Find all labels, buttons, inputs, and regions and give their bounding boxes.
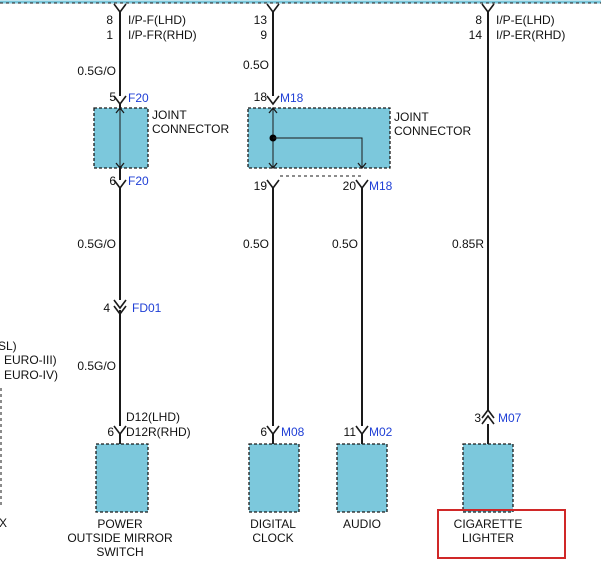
left-edge-label-2: EURO-III)	[4, 353, 57, 367]
joint-mid-code-top: M18	[280, 91, 304, 105]
joint-left-pin-top: 5	[109, 90, 116, 104]
joint-left-pin-bottom: 6	[109, 174, 116, 188]
audio-pin	[355, 425, 369, 444]
highlight-box	[437, 509, 566, 559]
joint-left-pins	[113, 95, 127, 190]
joint-mid-pin-br: 20	[343, 179, 357, 193]
top-left-label-2: I/P-FR(RHD)	[128, 28, 197, 42]
lighter-name-1: CIGARETTE	[454, 517, 523, 531]
wire-1-spec-top: 0.5G/O	[77, 64, 116, 78]
joint-connector-left	[93, 107, 149, 169]
mirror-switch-pin	[113, 425, 127, 444]
left-edge-label-1: SL)	[0, 339, 17, 353]
inline-connector-pin: 4	[103, 301, 110, 315]
wire-4-spec: 0.85R	[452, 237, 484, 251]
top-mid-pin-2: 9	[260, 28, 267, 42]
left-edge-bottom-label: X	[0, 516, 7, 530]
wire-2-spec-low: 0.5O	[243, 237, 269, 251]
audio-code: M02	[369, 425, 393, 439]
lighter-name-2: LIGHTER	[462, 531, 514, 545]
audio-pin-number: 11	[344, 425, 357, 439]
audio-name: AUDIO	[343, 517, 381, 531]
wire-2-spec-top: 0.5O	[243, 58, 269, 72]
joint-left-code-top: F20	[128, 91, 149, 105]
mirror-switch-name-1: POWER	[97, 517, 143, 531]
left-edge-label-3: EURO-IV)	[4, 368, 58, 382]
joint-left-label-2: CONNECTOR	[152, 122, 229, 136]
clock-code: M08	[281, 425, 305, 439]
top-left-pin-2: 1	[106, 28, 113, 42]
top-right-label-1: I/P-E(LHD)	[496, 13, 555, 27]
mirror-switch-code-1: D12(LHD)	[126, 410, 180, 424]
joint-mid-pin-bl: 19	[254, 179, 268, 193]
clock-pin	[266, 425, 280, 444]
mirror-switch-connector	[95, 443, 149, 513]
mirror-switch-code-2: D12R(RHD)	[126, 425, 191, 439]
top-pin-markers	[113, 3, 495, 14]
top-left-pin-1: 8	[106, 13, 113, 27]
joint-mid-code-br: M18	[369, 179, 393, 193]
wire-1-spec-mid: 0.5G/O	[77, 237, 116, 251]
lighter-pin	[481, 408, 495, 444]
lighter-pin-number: 3	[474, 411, 481, 425]
inline-connector-code: FD01	[132, 301, 162, 315]
top-mid-pin-1: 13	[254, 13, 268, 27]
top-right-pin-1: 8	[475, 13, 482, 27]
mirror-switch-pin-number: 6	[107, 425, 114, 439]
joint-mid-pin-top: 18	[254, 90, 268, 104]
joint-mid-label-1: JOINT	[394, 110, 429, 124]
top-left-label-1: I/P-F(LHD)	[128, 13, 186, 27]
joint-mid-label-2: CONNECTOR	[394, 124, 471, 138]
wire-3-spec: 0.5O	[332, 237, 358, 251]
top-block-edge	[0, 0, 601, 4]
joint-left-label-1: JOINT	[152, 108, 187, 122]
top-right-pin-2: 14	[469, 28, 483, 42]
clock-name-2: CLOCK	[252, 531, 293, 545]
top-right-label-2: I/P-ER(RHD)	[496, 28, 565, 42]
mirror-switch-name-3: SWITCH	[96, 545, 143, 559]
joint-left-code-bottom: F20	[128, 174, 149, 188]
lighter-connector	[462, 443, 514, 513]
lighter-code: M07	[498, 411, 522, 425]
mirror-switch-name-2: OUTSIDE MIRROR	[67, 531, 173, 545]
clock-pin-number: 6	[260, 425, 267, 439]
inline-connector-fd01	[113, 299, 127, 316]
clock-connector	[248, 443, 300, 513]
clock-name-1: DIGITAL	[250, 517, 296, 531]
audio-connector	[336, 443, 388, 513]
wire-1-spec-low: 0.5G/O	[77, 359, 116, 373]
